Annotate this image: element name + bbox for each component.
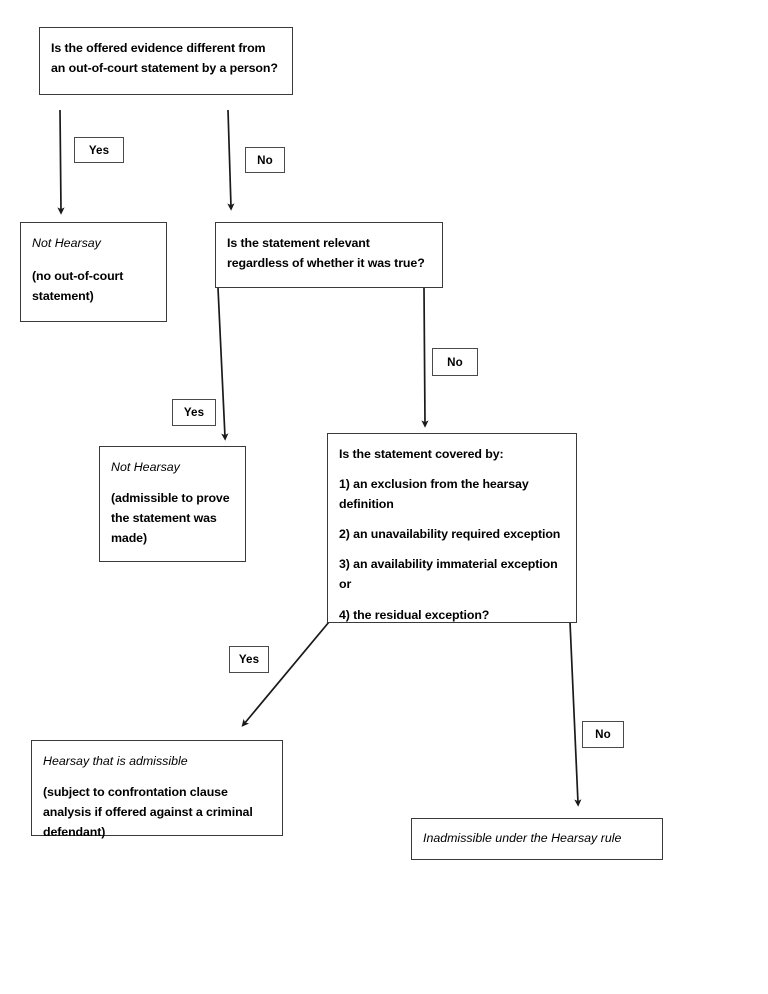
- question-covered-by-option-1: 1) an exclusion from the hearsay definit…: [339, 477, 529, 512]
- edge-label-q1-yes-text: Yes: [88, 143, 110, 157]
- question-covered-by-option-3: 3) an availability immaterial exception …: [339, 557, 558, 592]
- outcome-not-hearsay-no-statement-box[interactable]: Not Hearsay (no out-of-court statement): [20, 222, 167, 322]
- edge-label-q2-no: No: [432, 348, 478, 376]
- edge-label-q1-no: No: [245, 147, 285, 173]
- outcome-inadmissible-box[interactable]: Inadmissible under the Hearsay rule: [411, 818, 663, 860]
- outcome-inadmissible-heading: Inadmissible under the Hearsay rule: [423, 831, 622, 845]
- question-covered-by-exception-box[interactable]: Is the statement covered by: 1) an exclu…: [327, 433, 577, 623]
- question-relevant-regardless-text: Is the statement relevant regardless of …: [227, 236, 425, 271]
- question-covered-by-prompt: Is the statement covered by:: [339, 447, 504, 461]
- edge-q2-no: [421, 287, 429, 428]
- edge-q2-yes: [217, 287, 229, 441]
- question-covered-by-option-2: 2) an unavailability required exception: [339, 527, 561, 542]
- edge-label-q2-yes-text: Yes: [183, 406, 205, 419]
- edge-q3-no: [569, 621, 582, 807]
- outcome-hearsay-admissible-heading: Hearsay that is admissible: [43, 754, 188, 768]
- edge-label-q3-no: No: [582, 721, 624, 748]
- question-covered-by-option-4: 4) the residual exception?: [339, 607, 490, 622]
- edge-label-q2-no-text: No: [447, 355, 463, 369]
- edge-label-q2-yes: Yes: [172, 399, 216, 426]
- question-offered-evidence-box[interactable]: Is the offered evidence different from a…: [39, 27, 293, 95]
- outcome-not-hearsay-2-detail: (admissible to prove the statement was m…: [111, 491, 230, 546]
- outcome-not-hearsay-statement-made-box[interactable]: Not Hearsay (admissible to prove the sta…: [99, 446, 246, 562]
- edge-label-q1-no-text: No: [257, 153, 273, 167]
- edge-q1-yes: [57, 109, 65, 215]
- edge-label-q3-no-text: No: [595, 728, 611, 741]
- outcome-hearsay-admissible-box[interactable]: Hearsay that is admissible (subject to c…: [31, 740, 283, 839]
- edge-label-q3-yes-text: Yes: [238, 653, 260, 666]
- question-relevant-regardless-box[interactable]: Is the statement relevant regardless of …: [215, 222, 443, 288]
- outcome-not-hearsay-2-heading: Not Hearsay: [111, 460, 180, 474]
- outcome-hearsay-admissible-detail: (subject to confrontation clause analysi…: [43, 785, 253, 840]
- edge-label-q3-yes: Yes: [229, 646, 269, 673]
- edge-q3-yes: [241, 621, 330, 727]
- outcome-not-hearsay-1-heading: Not Hearsay: [32, 236, 101, 250]
- edge-label-q1-yes: Yes: [74, 137, 124, 163]
- edge-q1-no: [227, 109, 235, 211]
- outcome-not-hearsay-1-detail: (no out-of-court statement): [32, 269, 124, 304]
- question-offered-evidence-text: Is the offered evidence different from a…: [51, 41, 278, 76]
